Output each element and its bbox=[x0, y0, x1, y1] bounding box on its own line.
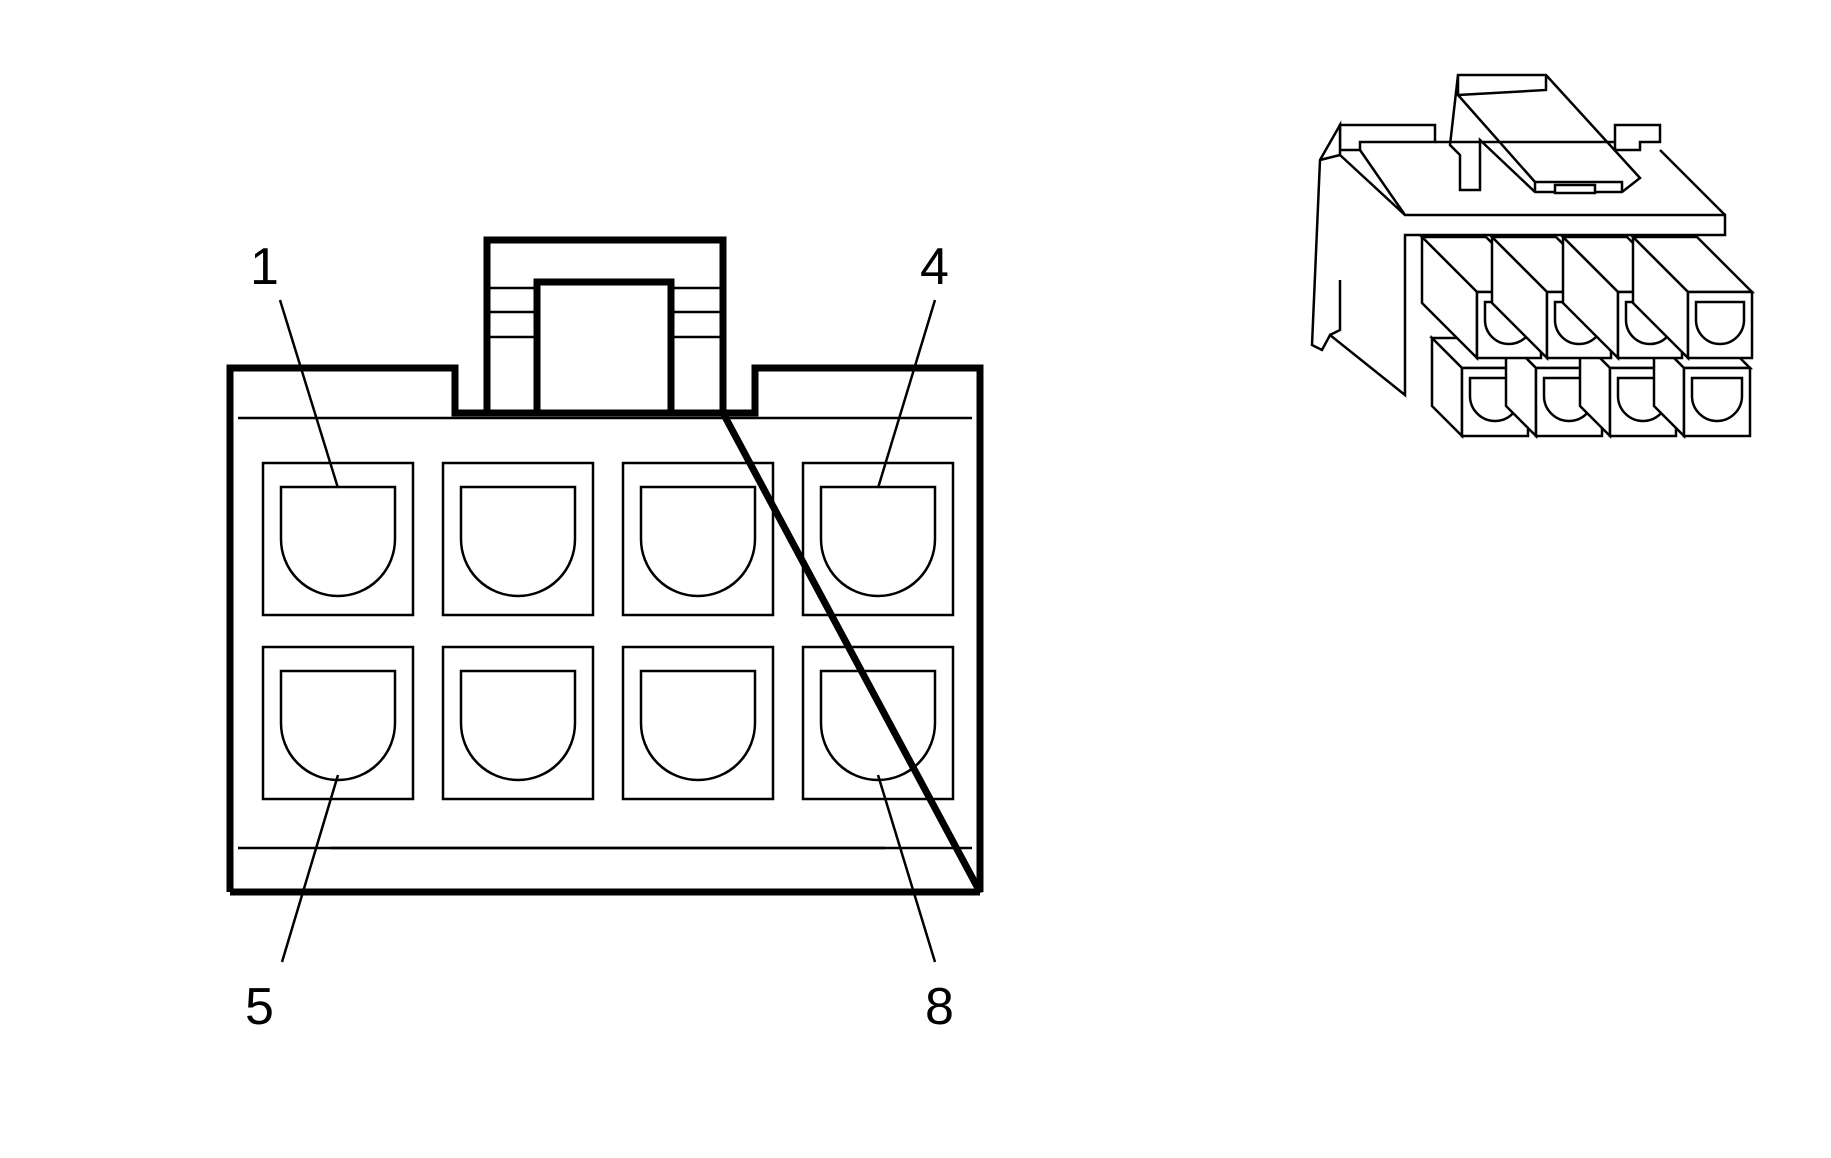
connector-face-view: 1 4 5 8 bbox=[226, 236, 984, 1036]
leader-line-pin1 bbox=[278, 299, 340, 489]
cavity-8 bbox=[801, 645, 955, 801]
pin-label-8: 8 bbox=[925, 978, 954, 1036]
locking-tab bbox=[483, 236, 727, 417]
cavity-7 bbox=[621, 645, 775, 801]
cavity-2 bbox=[441, 461, 595, 617]
cavity-6 bbox=[441, 645, 595, 801]
connector-isometric-view bbox=[1310, 73, 1756, 440]
cavity-1 bbox=[261, 461, 415, 617]
isometric-cavity-grid bbox=[1418, 233, 1756, 440]
cavity-5 bbox=[261, 645, 415, 801]
leader-line-pin5 bbox=[280, 774, 340, 963]
leader-line-pin4 bbox=[876, 299, 937, 489]
cavity-4 bbox=[801, 461, 955, 617]
housing-outline bbox=[226, 364, 984, 894]
cavity-3 bbox=[621, 461, 775, 617]
pin-label-5: 5 bbox=[245, 978, 274, 1036]
pin-label-4: 4 bbox=[920, 238, 949, 296]
iso-cavity-bottom-4 bbox=[1650, 334, 1754, 440]
pin-label-1: 1 bbox=[250, 238, 279, 296]
cavity-grid bbox=[261, 461, 955, 801]
latch bbox=[1448, 73, 1642, 194]
iso-cavity-top-4 bbox=[1629, 233, 1756, 362]
leader-line-pin8 bbox=[876, 774, 937, 963]
isometric-body bbox=[1310, 120, 1727, 398]
